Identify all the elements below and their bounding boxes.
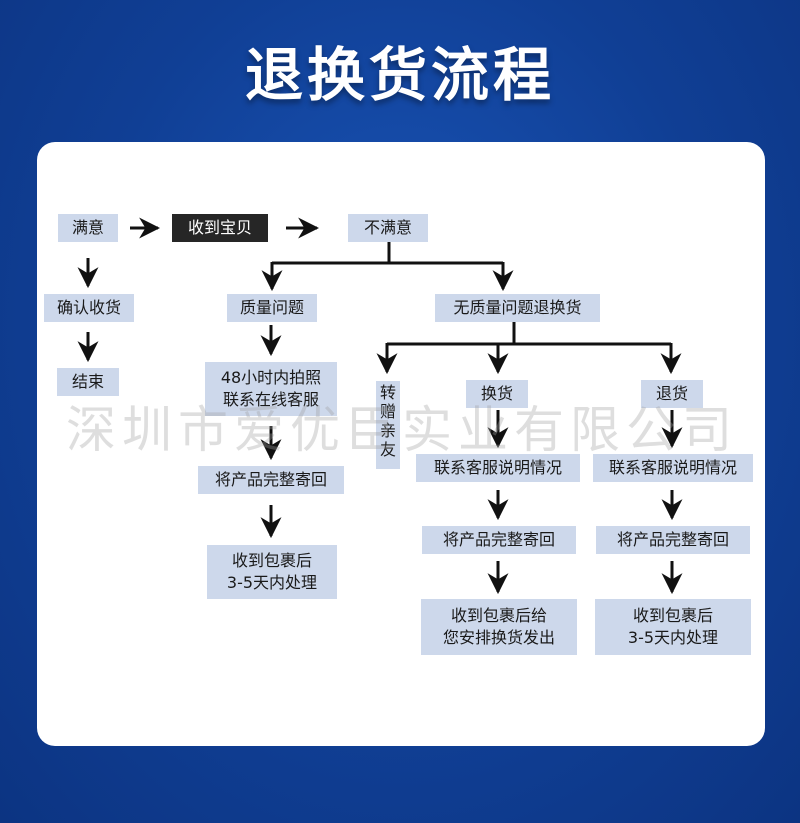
return-step3-line2: 3-5天内处理 — [627, 628, 719, 647]
quality-step1-line2: 联系在线客服 — [222, 390, 319, 409]
node-unsatisfied: 不满意 — [348, 214, 428, 242]
quality-step3-line1: 收到包裹后 — [231, 551, 312, 570]
node-return-step1: 联系客服说明情况 — [593, 454, 753, 482]
return-step3-line1: 收到包裹后 — [632, 606, 713, 625]
node-no-quality-issue: 无质量问题退换货 — [435, 294, 600, 322]
gift-char-3: 亲 — [379, 421, 396, 440]
node-return-step2: 将产品完整寄回 — [596, 526, 750, 554]
node-gift-to-friends: 转 赠 亲 友 — [376, 381, 400, 469]
node-quality-issue: 质量问题 — [227, 294, 317, 322]
exchange-step3-line1: 收到包裹后给 — [450, 606, 547, 625]
gift-char-4: 友 — [379, 440, 396, 459]
node-exchange-step1: 联系客服说明情况 — [416, 454, 580, 482]
gift-char-1: 转 — [379, 383, 396, 402]
quality-step1-line1: 48小时内拍照 — [220, 368, 322, 387]
quality-step3-line2: 3-5天内处理 — [226, 573, 318, 592]
page-title: 退换货流程 — [244, 41, 555, 109]
node-exchange: 换货 — [466, 380, 528, 408]
node-exchange-step2: 将产品完整寄回 — [422, 526, 576, 554]
node-return: 退货 — [641, 380, 703, 408]
node-end: 结束 — [57, 368, 119, 396]
node-received: 收到宝贝 — [172, 214, 268, 242]
node-quality-step2: 将产品完整寄回 — [198, 466, 344, 494]
node-quality-step1: 48小时内拍照 联系在线客服 — [205, 362, 337, 416]
node-quality-step3: 收到包裹后 3-5天内处理 — [207, 545, 337, 599]
node-confirm-receipt: 确认收货 — [44, 294, 134, 322]
node-return-step3: 收到包裹后 3-5天内处理 — [595, 599, 751, 655]
gift-char-2: 赠 — [379, 402, 396, 421]
node-satisfied: 满意 — [58, 214, 118, 242]
exchange-step3-line2: 您安排换货发出 — [442, 628, 555, 647]
node-exchange-step3: 收到包裹后给 您安排换货发出 — [421, 599, 577, 655]
